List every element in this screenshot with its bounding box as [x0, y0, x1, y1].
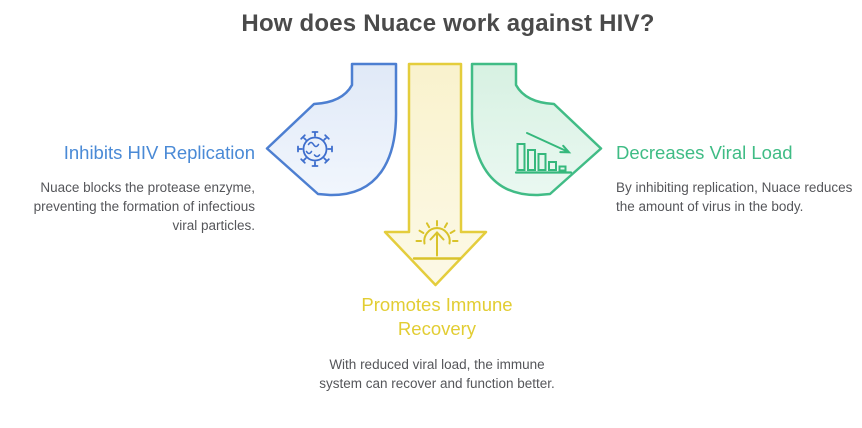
section-heading-inhibits-replication: Inhibits HIV Replication — [63, 142, 255, 163]
section-heading-decreases-viral-load: Decreases Viral Load — [616, 142, 793, 163]
curved-arrow-left — [265, 62, 398, 197]
section-heading-promotes-immune-recovery: Promotes Immune Recovery — [361, 294, 513, 340]
virus-icon — [297, 131, 333, 167]
declining-chart-icon — [514, 132, 573, 174]
section-body-decreases-viral-load: By inhibiting replication, Nuace reduces… — [616, 180, 853, 215]
page-title: How does Nuace work against HIV? — [241, 10, 655, 37]
sunrise-icon — [412, 220, 462, 260]
curved-arrow-right — [470, 62, 603, 197]
section-decreases-viral-load: Decreases Viral Load By inhibiting repli… — [616, 141, 854, 216]
section-body-promotes-immune-recovery: With reduced viral load, the immune syst… — [319, 357, 555, 392]
section-promotes-immune-recovery: Promotes Immune Recovery With reduced vi… — [317, 293, 557, 393]
section-inhibits-replication: Inhibits HIV Replication Nuace blocks th… — [17, 141, 255, 236]
section-body-inhibits-replication: Nuace blocks the protease enzyme, preven… — [33, 180, 255, 234]
